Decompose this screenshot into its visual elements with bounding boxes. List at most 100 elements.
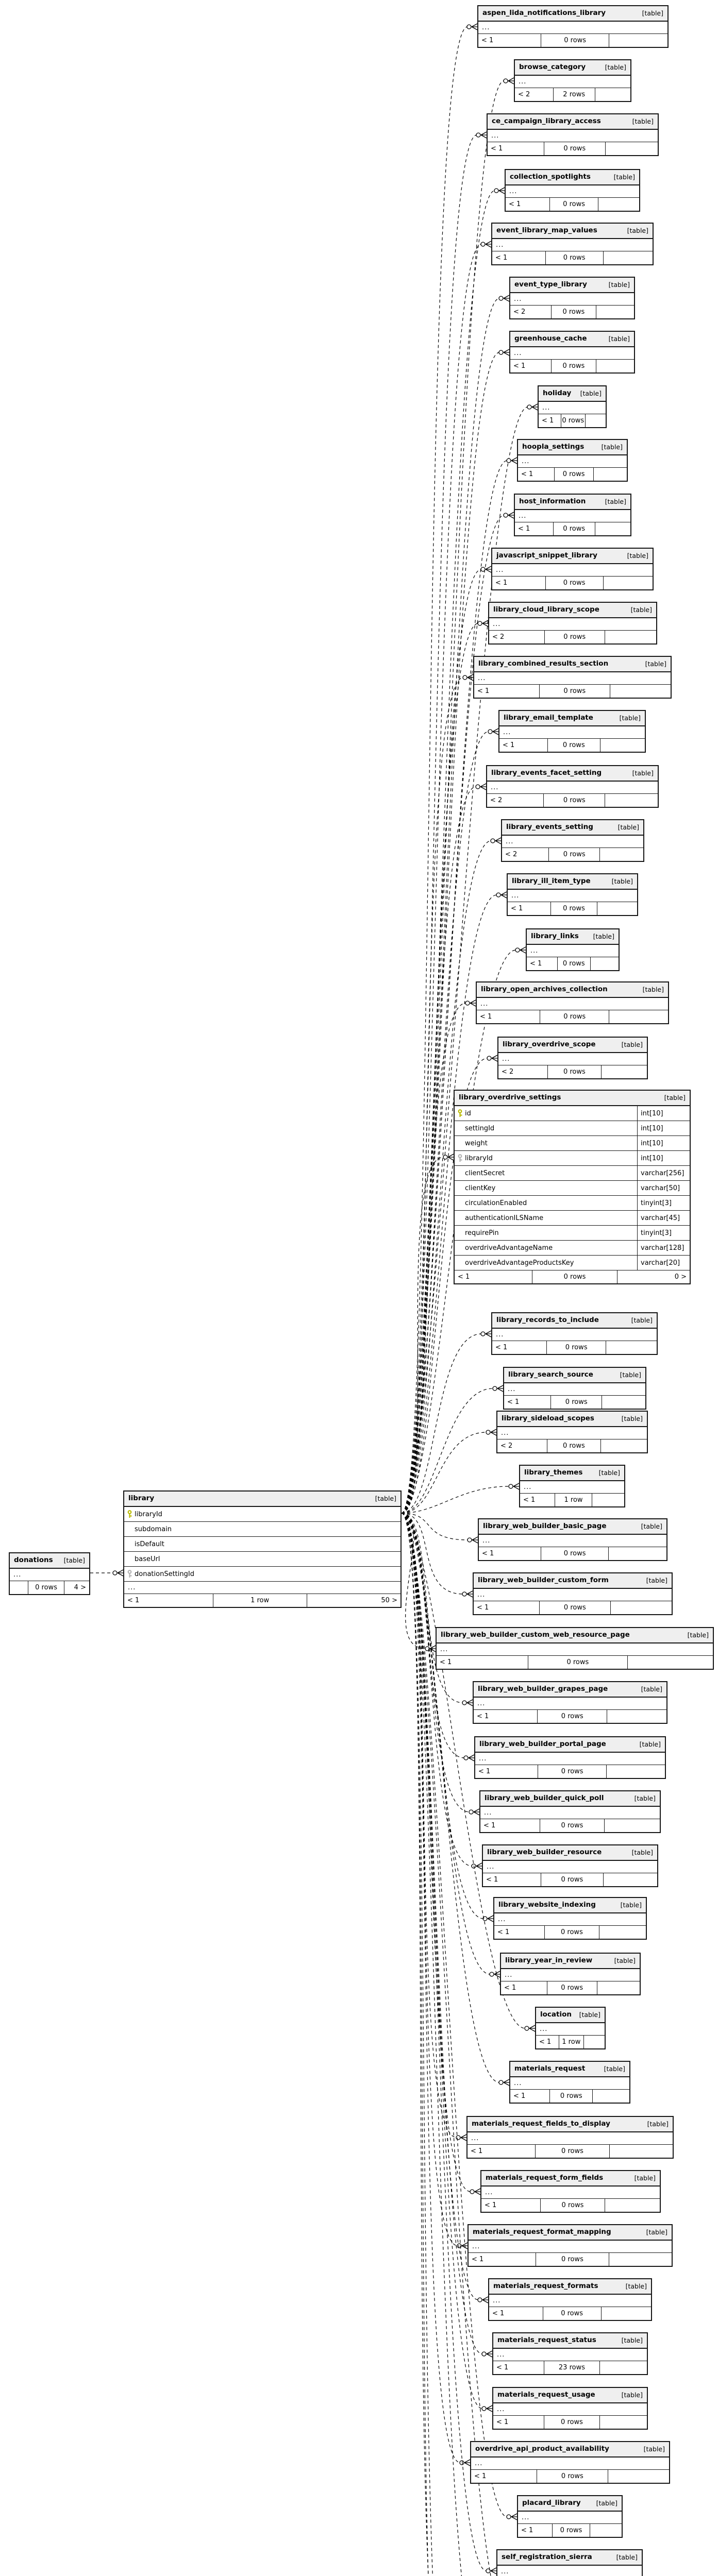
- table-header[interactable]: library [table]: [124, 1492, 400, 1507]
- table-header[interactable]: host_information [table]: [515, 495, 630, 510]
- table-node[interactable]: library_search_source [table] ... < 1 0 …: [503, 1367, 646, 1410]
- table-header[interactable]: materials_request_format_mapping [table]: [469, 2225, 672, 2241]
- table-header[interactable]: library_open_archives_collection [table]: [477, 982, 668, 998]
- table-node[interactable]: library_web_builder_resource [table] ...…: [482, 1844, 658, 1887]
- table-node[interactable]: library_web_builder_quick_poll [table] .…: [479, 1790, 661, 1833]
- table-node[interactable]: library_records_to_include [table] ... <…: [491, 1312, 658, 1355]
- table-header[interactable]: ce_campaign_library_access [table]: [488, 114, 658, 130]
- table-header[interactable]: library_sideload_scopes [table]: [497, 1412, 647, 1427]
- table-node[interactable]: aspen_lida_notifications_library [table]…: [477, 5, 669, 48]
- table-header[interactable]: hoopla_settings [table]: [518, 440, 627, 455]
- footer-row-count: 0 rows: [540, 1010, 609, 1023]
- table-header[interactable]: materials_request_form_fields [table]: [481, 2171, 660, 2187]
- table-header[interactable]: library_search_source [table]: [504, 1368, 645, 1383]
- table-header[interactable]: library_web_builder_resource [table]: [483, 1845, 657, 1861]
- table-node[interactable]: library_web_builder_custom_web_resource_…: [436, 1627, 714, 1670]
- table-node[interactable]: library_events_facet_setting [table] ...…: [486, 765, 659, 808]
- table-header[interactable]: donations [table]: [10, 1553, 89, 1569]
- table-header[interactable]: library_web_builder_portal_page [table]: [475, 1737, 665, 1753]
- table-node[interactable]: library_year_in_review [table] ... < 1 0…: [500, 1953, 641, 1995]
- table-header[interactable]: library_web_builder_quick_poll [table]: [480, 1791, 660, 1807]
- table-node[interactable]: self_registration_sierra [table] ... < 1…: [496, 2549, 643, 2576]
- table-header[interactable]: library_events_setting [table]: [502, 820, 643, 836]
- table-node[interactable]: donations [table] ... 0 rows 4 >: [9, 1552, 90, 1595]
- table-node[interactable]: overdrive_api_product_availability [tabl…: [470, 2441, 670, 2484]
- table-header[interactable]: library_web_builder_basic_page [table]: [479, 1519, 666, 1535]
- table-node[interactable]: library_combined_results_section [table]…: [473, 656, 672, 699]
- table-node[interactable]: library_web_builder_custom_form [table] …: [473, 1572, 673, 1615]
- table-header[interactable]: materials_request [table]: [510, 2062, 629, 2077]
- table-footer: < 1 1 row: [536, 2036, 605, 2048]
- table-header[interactable]: materials_request_usage [table]: [493, 2388, 647, 2403]
- table-header[interactable]: library_ill_item_type [table]: [508, 874, 637, 890]
- table-header[interactable]: library_web_builder_custom_form [table]: [474, 1573, 672, 1589]
- table-node[interactable]: library_open_archives_collection [table]…: [476, 981, 669, 1024]
- table-header[interactable]: library_web_builder_grapes_page [table]: [474, 1682, 666, 1698]
- table-header[interactable]: overdrive_api_product_availability [tabl…: [471, 2442, 669, 2458]
- table-node[interactable]: browse_category [table] ... < 2 2 rows: [514, 59, 631, 102]
- table-node[interactable]: materials_request [table] ... < 1 0 rows: [509, 2061, 630, 2104]
- table-node[interactable]: materials_request_status [table] ... < 1…: [492, 2332, 648, 2375]
- table-node[interactable]: materials_request_usage [table] ... < 1 …: [492, 2387, 648, 2430]
- table-header[interactable]: materials_request_formats [table]: [489, 2279, 651, 2295]
- table-node[interactable]: materials_request_fields_to_display [tab…: [466, 2116, 674, 2159]
- table-node[interactable]: library_email_template [table] ... < 1 0…: [498, 710, 646, 753]
- table-header[interactable]: aspen_lida_notifications_library [table]: [478, 6, 667, 22]
- table-node[interactable]: event_library_map_values [table] ... < 1…: [491, 223, 654, 265]
- table-header[interactable]: library_combined_results_section [table]: [474, 657, 671, 672]
- table-node[interactable]: library_ill_item_type [table] ... < 1 0 …: [507, 873, 638, 916]
- table-header[interactable]: javascript_snippet_library [table]: [492, 549, 653, 564]
- table-header[interactable]: library_overdrive_settings [table]: [455, 1091, 690, 1106]
- table-node[interactable]: library_web_builder_grapes_page [table] …: [473, 1681, 667, 1724]
- table-node[interactable]: library_events_setting [table] ... < 2 0…: [501, 819, 644, 862]
- table-header[interactable]: browse_category [table]: [515, 60, 630, 76]
- table-node[interactable]: materials_request_form_fields [table] ..…: [480, 2170, 661, 2213]
- table-node[interactable]: library_web_builder_basic_page [table] .…: [478, 1518, 667, 1561]
- table-node[interactable]: library_cloud_library_scope [table] ... …: [488, 602, 657, 645]
- table-node[interactable]: materials_request_format_mapping [table]…: [467, 2224, 673, 2267]
- table-header[interactable]: library_overdrive_scope [table]: [498, 1038, 647, 1053]
- table-header[interactable]: library_cloud_library_scope [table]: [489, 603, 656, 618]
- table-node[interactable]: hoopla_settings [table] ... < 1 0 rows: [517, 439, 628, 482]
- table-node[interactable]: library_web_builder_portal_page [table] …: [474, 1736, 666, 1779]
- table-node[interactable]: holiday [table] ... < 1 0 rows: [538, 385, 607, 428]
- table-header[interactable]: event_type_library [table]: [510, 278, 634, 293]
- table-node[interactable]: javascript_snippet_library [table] ... <…: [491, 548, 654, 590]
- table-header[interactable]: library_web_builder_custom_web_resource_…: [437, 1628, 713, 1643]
- table-header[interactable]: library_events_facet_setting [table]: [487, 766, 658, 782]
- table-node[interactable]: event_type_library [table] ... < 2 0 row…: [509, 277, 635, 319]
- table-kind-label: [table]: [647, 2120, 669, 2128]
- table-node[interactable]: greenhouse_cache [table] ... < 1 0 rows: [509, 331, 635, 374]
- table-node[interactable]: host_information [table] ... < 1 0 rows: [514, 494, 631, 536]
- table-node[interactable]: library_sideload_scopes [table] ... < 2 …: [496, 1411, 648, 1453]
- table-node[interactable]: library_overdrive_scope [table] ... < 2 …: [497, 1037, 648, 1079]
- table-header[interactable]: event_library_map_values [table]: [492, 224, 653, 239]
- table-header[interactable]: materials_request_fields_to_display [tab…: [467, 2117, 673, 2132]
- table-header[interactable]: self_registration_sierra [table]: [497, 2550, 642, 2566]
- table-node[interactable]: library_links [table] ... < 1 0 rows: [526, 928, 620, 971]
- table-node[interactable]: library_website_indexing [table] ... < 1…: [493, 1897, 647, 1940]
- table-header[interactable]: collection_spotlights [table]: [506, 170, 639, 185]
- table-header[interactable]: library_website_indexing [table]: [494, 1898, 646, 1913]
- table-node[interactable]: placard_library [table] ... < 1 0 rows: [517, 2495, 623, 2538]
- table-header[interactable]: library_themes [table]: [520, 1466, 624, 1481]
- table-header[interactable]: library_year_in_review [table]: [501, 1954, 640, 1969]
- table-header[interactable]: holiday [table]: [539, 386, 606, 402]
- table-header[interactable]: greenhouse_cache [table]: [510, 332, 634, 347]
- table-node[interactable]: location [table] ... < 1 1 row: [535, 2007, 606, 2049]
- table-node[interactable]: library_themes [table] ... < 1 1 row: [519, 1465, 625, 1507]
- table-header[interactable]: materials_request_status [table]: [493, 2333, 647, 2349]
- table-header[interactable]: library_email_template [table]: [499, 711, 645, 726]
- table-header[interactable]: library_records_to_include [table]: [492, 1313, 657, 1329]
- ellipsis-row: ...: [477, 998, 668, 1010]
- table-node[interactable]: collection_spotlights [table] ... < 1 0 …: [505, 169, 640, 212]
- table-node[interactable]: materials_request_formats [table] ... < …: [488, 2278, 652, 2321]
- table-header[interactable]: library_links [table]: [527, 929, 619, 945]
- table-header[interactable]: location [table]: [536, 2008, 605, 2023]
- table-header[interactable]: placard_library [table]: [518, 2496, 622, 2512]
- table-node[interactable]: ce_campaign_library_access [table] ... <…: [487, 113, 659, 156]
- table-name: location: [540, 2010, 572, 2019]
